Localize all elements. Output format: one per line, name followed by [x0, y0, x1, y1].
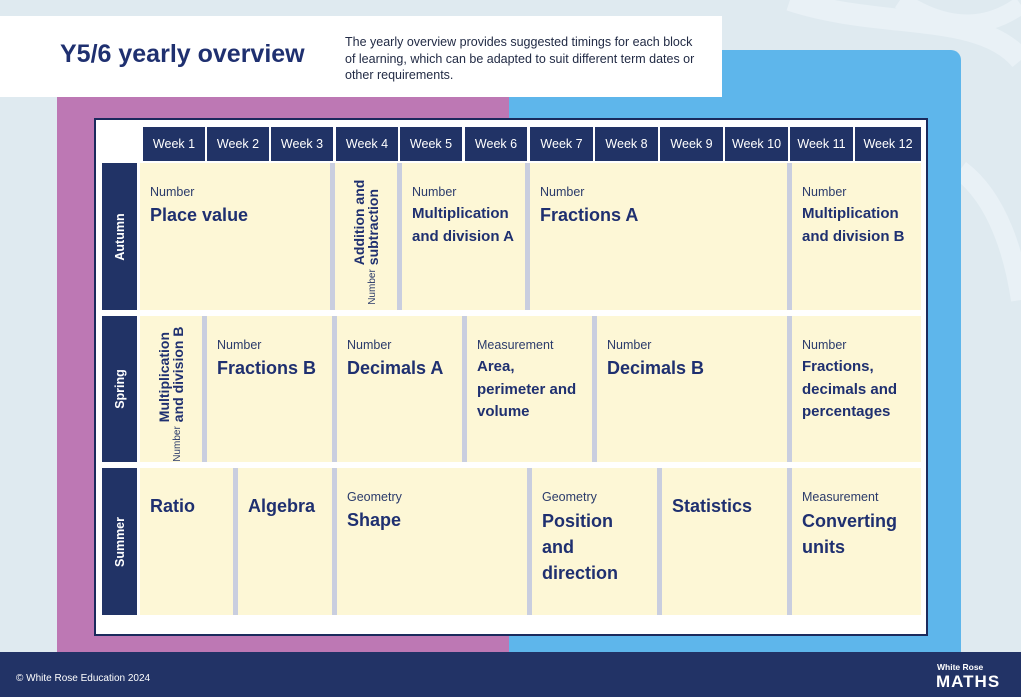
week-header: Week 2 — [207, 127, 269, 161]
block-label: Area, perimeter and volume — [477, 358, 577, 420]
block-fractions-a: Number Fractions A — [530, 163, 792, 310]
block-category: Number — [367, 268, 378, 305]
block-multiplication-division-a: Number Multiplication and division A — [402, 163, 530, 310]
logo-text-top: White Rose — [937, 662, 984, 672]
block-shape: Geometry Shape — [337, 468, 532, 615]
block-category: Number — [540, 185, 585, 199]
logo-maths: MATHS — [936, 672, 1001, 691]
block-label: Multiplication and division B — [156, 326, 186, 423]
block-statistics: Statistics — [662, 468, 792, 615]
season-label-summer: Summer — [102, 468, 137, 615]
block-category: Measurement — [477, 338, 554, 352]
block-label: Fractions A — [540, 205, 639, 225]
block-label: Decimals A — [347, 358, 444, 378]
block-multiplication-division-b-spring: Number Multiplication and division B — [140, 316, 207, 462]
block-label: Statistics — [672, 496, 753, 516]
block-category: Number — [412, 185, 457, 199]
block-label: Multiplication and division A — [412, 205, 514, 245]
block-category: Geometry — [347, 490, 402, 504]
title-box — [0, 16, 722, 97]
copyright-text: © White Rose Education 2024 — [16, 673, 151, 684]
block-addition-subtraction: Number Addition and subtraction — [335, 163, 402, 310]
block-area-perimeter-volume: Measurement Area, perimeter and volume — [467, 316, 597, 462]
block-label: Position and direction — [542, 511, 619, 583]
block-label: Converting units — [802, 511, 898, 557]
week-header: Week 9 — [660, 127, 723, 161]
footer-bar — [0, 652, 1021, 697]
block-label: Fractions, decimals and percentages — [802, 358, 898, 420]
week-header: Week 4 — [336, 127, 398, 161]
block-category: Measurement — [802, 490, 879, 504]
block-label: Multiplication and division B — [802, 205, 905, 245]
block-category: Number — [217, 338, 262, 352]
block-decimals-a: Number Decimals A — [337, 316, 467, 462]
block-converting-units: Measurement Converting units — [792, 468, 921, 615]
week-header: Week 11 — [790, 127, 853, 161]
week-header: Week 8 — [595, 127, 658, 161]
intro-text: The yearly overview provides suggested t… — [345, 35, 695, 82]
season-label-spring: Spring — [102, 316, 137, 462]
block-label: Fractions B — [217, 358, 317, 378]
week-header: Week 5 — [400, 127, 462, 161]
season-label-autumn: Autumn — [102, 163, 137, 310]
block-position-direction: Geometry Position and direction — [532, 468, 662, 615]
block-fractions-b: Number Fractions B — [207, 316, 337, 462]
week-header: Week 7 — [530, 127, 593, 161]
block-label: Place value — [150, 205, 249, 225]
block-category: Number — [150, 185, 195, 199]
block-ratio: Ratio — [140, 468, 238, 615]
block-multiplication-division-b: Number Multiplication and division B — [792, 163, 921, 310]
week-header: Week 10 — [725, 127, 788, 161]
block-category: Number — [802, 185, 847, 199]
block-category: Number — [802, 338, 847, 352]
block-label: Algebra — [248, 496, 316, 516]
block-algebra: Algebra — [238, 468, 337, 615]
block-label: Decimals B — [607, 358, 705, 378]
block-label: Ratio — [150, 496, 195, 516]
block-label: Addition and subtraction — [351, 179, 381, 265]
block-category: Number — [607, 338, 652, 352]
block-category: Number — [172, 426, 183, 462]
week-header: Week 1 — [143, 127, 205, 161]
week-header: Week 6 — [465, 127, 527, 161]
page-title: Y5/6 yearly overview — [60, 40, 305, 68]
block-category: Geometry — [542, 490, 597, 504]
block-decimals-b: Number Decimals B — [597, 316, 792, 462]
block-category: Number — [347, 338, 392, 352]
block-label: Shape — [347, 510, 402, 530]
week-header: Week 12 — [855, 127, 921, 161]
week-header: Week 3 — [271, 127, 333, 161]
block-place-value: Number Place value — [140, 163, 335, 310]
block-fractions-decimals-percentages: Number Fractions, decimals and percentag… — [792, 316, 921, 462]
